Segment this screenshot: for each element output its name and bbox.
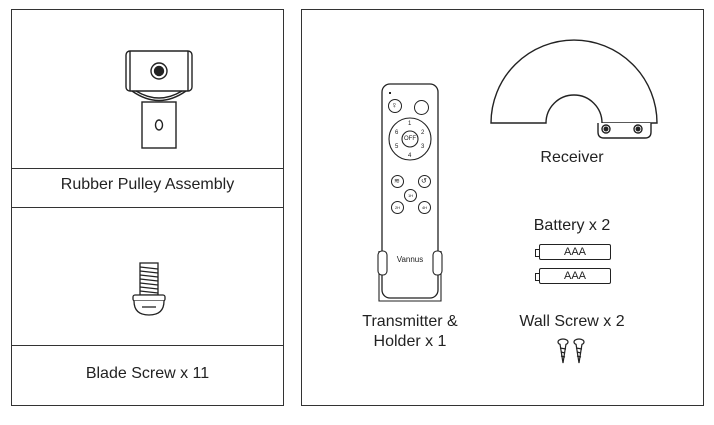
indicator-dot [389, 92, 391, 94]
timer-4h-label: 4H [421, 205, 428, 210]
receiver-illustration [490, 39, 658, 139]
battery-cell-label: AAA [563, 246, 586, 258]
speed-5[interactable]: 5 [395, 144, 399, 150]
brand-label: Vannus [396, 255, 424, 264]
battery-terminal [535, 249, 540, 257]
divider [12, 345, 283, 346]
reverse-icon: ≋ [394, 178, 400, 185]
light-button[interactable]: ♀ [388, 99, 402, 113]
timer-2h-button[interactable]: 2H [391, 201, 404, 214]
wall-screw-illustration [557, 338, 585, 364]
speed-2[interactable]: 2 [421, 130, 425, 136]
rubber-pulley-illustration [125, 50, 193, 149]
speed-4[interactable]: 4 [408, 153, 412, 159]
battery-cell: AAA [535, 244, 611, 260]
transmitter-caption-line1: Transmitter & [362, 313, 458, 330]
battery-cell: AAA [535, 268, 611, 284]
left-panel: Rubber Pulley Assembly Blade Screw x 11 [11, 9, 284, 406]
timer-1h-button[interactable]: 1H [404, 189, 417, 202]
light-icon: ♀ [391, 100, 398, 110]
off-button[interactable]: OFF [404, 136, 416, 142]
blade-screw-illustration [132, 262, 166, 316]
transmitter-caption-line2: Holder x 1 [373, 333, 447, 350]
blade-screw-caption: Blade Screw x 11 [85, 365, 210, 382]
speed-3[interactable]: 3 [421, 144, 425, 150]
remote-transmitter: ♀ OFF 1 2 3 4 5 6 ≋ ↺ 1H 2H 4H 8H [377, 83, 443, 302]
rubber-pulley-caption: Rubber Pulley Assembly [60, 176, 235, 193]
reverse-button[interactable]: ≋ [391, 175, 404, 188]
timer-1h-label: 1H [407, 193, 414, 198]
timer-4h-button[interactable]: 4H [418, 201, 431, 214]
speed-1[interactable]: 1 [408, 121, 412, 127]
battery-caption: Battery x 2 [533, 217, 611, 234]
divider [12, 168, 283, 169]
timer-2h-label: 2H [394, 205, 401, 210]
battery-terminal [535, 273, 540, 281]
wall-screw-caption: Wall Screw x 2 [519, 313, 625, 330]
battery-cell-label: AAA [563, 270, 586, 282]
power-button[interactable] [414, 100, 429, 115]
breeze-button[interactable]: ↺ [418, 175, 431, 188]
right-panel: Receiver ♀ [301, 9, 704, 406]
receiver-caption: Receiver [540, 149, 604, 166]
divider [12, 207, 283, 208]
speed-6[interactable]: 6 [395, 130, 399, 136]
breeze-icon: ↺ [421, 178, 427, 185]
